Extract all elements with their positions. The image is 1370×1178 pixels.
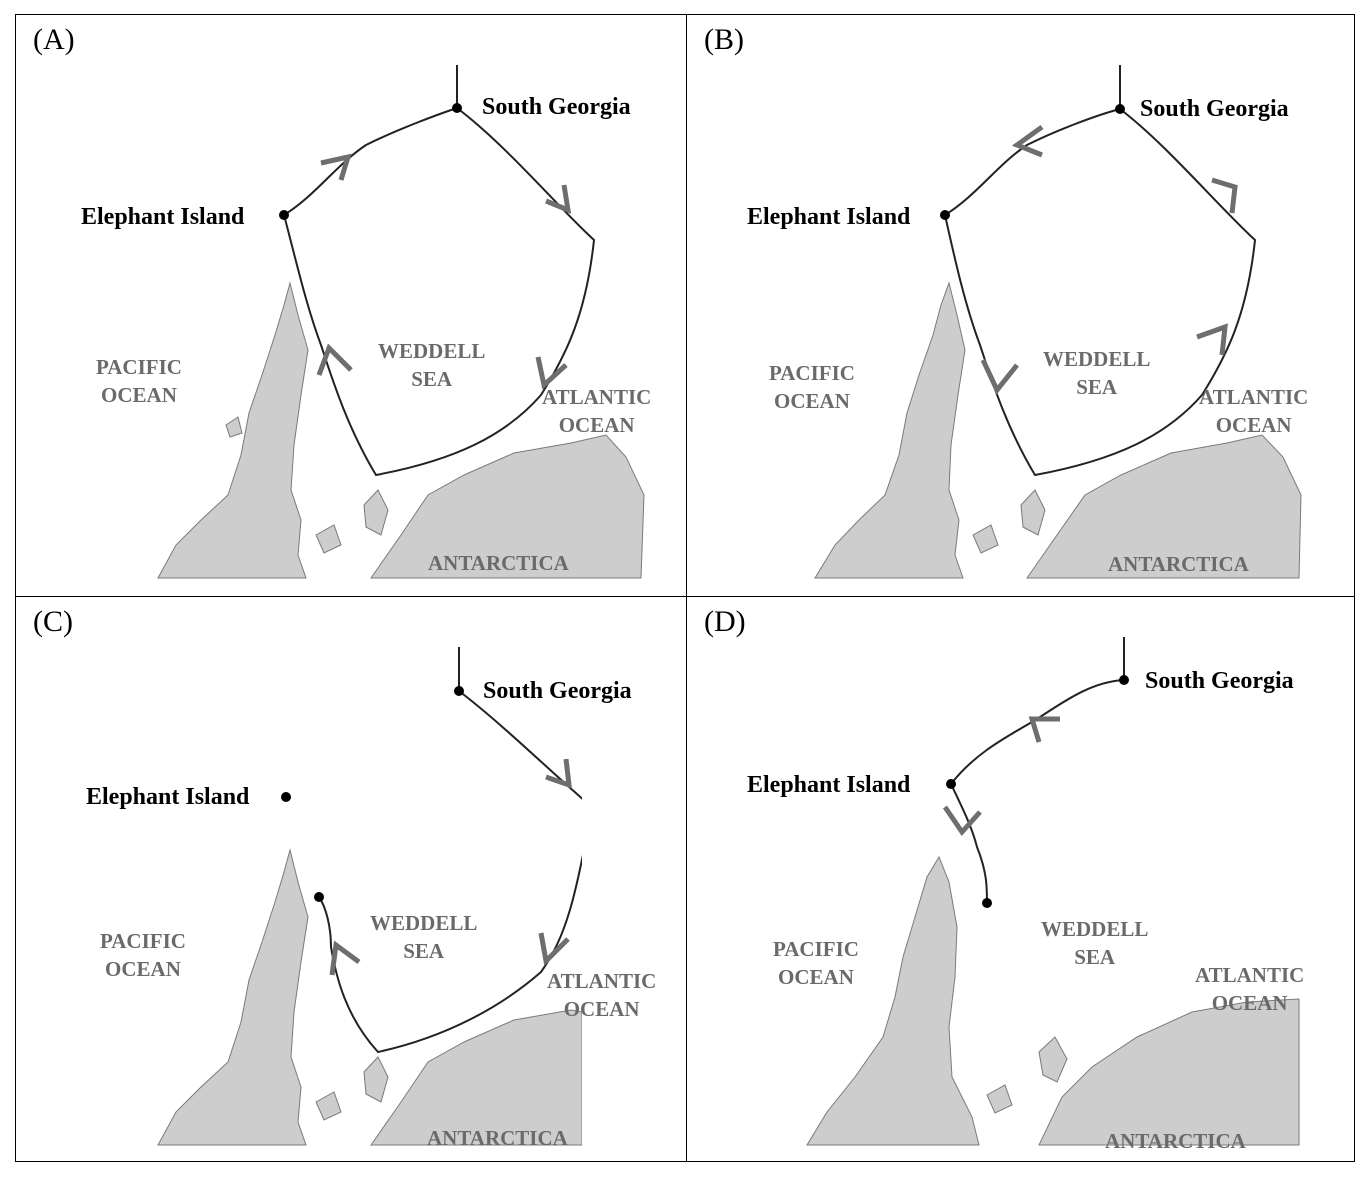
arrow-icon	[1196, 323, 1228, 356]
arrow-icon	[980, 358, 1019, 395]
elephant-island-label: Elephant Island	[81, 204, 245, 230]
route-line	[943, 65, 1257, 477]
panel-letter: (D)	[704, 605, 746, 638]
route-end-marker	[314, 892, 324, 902]
route-end-marker	[982, 898, 992, 908]
atlantic-ocean-label: ATLANTIC OCEAN	[547, 969, 657, 1021]
elephant-island-label: Elephant Island	[86, 784, 250, 810]
map-svg	[806, 637, 1300, 1146]
antarctica-label: ANTARCTICA	[1105, 1129, 1246, 1153]
map-svg	[157, 65, 645, 579]
antarctic-peninsula-landmass	[157, 281, 645, 579]
pacific-ocean-label: PACIFIC OCEAN	[100, 929, 186, 981]
antarctic-peninsula-landmass	[814, 281, 1302, 579]
arrow-icon	[320, 153, 352, 181]
weddell-sea-label: WEDDELL SEA	[378, 339, 486, 391]
elephant-island-marker	[940, 210, 950, 220]
arrow-icon	[1011, 124, 1044, 158]
elephant-island-marker	[281, 792, 291, 802]
south-georgia-marker	[1115, 104, 1125, 114]
panel-c: (C) South Georgia Elephant Island PACIFI…	[16, 597, 686, 1178]
arrow-icon	[1211, 177, 1238, 214]
south-georgia-label: South Georgia	[1140, 96, 1289, 122]
atlantic-ocean-label: ATLANTIC OCEAN	[1195, 963, 1305, 1015]
panel-letter: (C)	[33, 605, 73, 638]
arrow-icon	[329, 940, 361, 976]
direction-arrows	[329, 758, 572, 976]
panel-a: (A) South Georgia Elephant Island PACIFI…	[16, 15, 686, 596]
panel-letter: (A)	[33, 23, 75, 56]
arrow-icon	[538, 932, 570, 967]
weddell-sea-label: WEDDELL SEA	[1043, 347, 1151, 399]
direction-arrows	[980, 124, 1238, 395]
vertical-divider	[686, 15, 687, 1161]
antarctica-label: ANTARCTICA	[428, 551, 569, 575]
route-line	[949, 637, 1125, 904]
panel-letter: (B)	[704, 23, 744, 56]
atlantic-ocean-label: ATLANTIC OCEAN	[542, 385, 652, 437]
elephant-island-label: Elephant Island	[747, 772, 911, 798]
south-georgia-marker	[454, 686, 464, 696]
arrow-icon	[942, 805, 982, 837]
panel-b: (B) South Georgia Elephant Island PACIFI…	[687, 15, 1357, 596]
antarctica-label: ANTARCTICA	[427, 1126, 568, 1150]
route-line	[282, 65, 596, 477]
south-georgia-label: South Georgia	[1145, 668, 1294, 694]
figure-grid: (A) South Georgia Elephant Island PACIFI…	[15, 14, 1355, 1162]
weddell-sea-label: WEDDELL SEA	[370, 911, 478, 963]
pacific-ocean-label: PACIFIC OCEAN	[769, 361, 855, 413]
route-line	[318, 647, 582, 1054]
south-georgia-marker	[452, 103, 462, 113]
antarctic-peninsula-landmass	[806, 855, 1300, 1146]
horizontal-divider	[16, 596, 1354, 597]
arrow-icon	[545, 184, 572, 214]
arrow-icon	[545, 758, 572, 789]
south-georgia-label: South Georgia	[483, 678, 632, 704]
pacific-ocean-label: PACIFIC OCEAN	[96, 355, 182, 407]
arrow-icon	[535, 356, 568, 390]
direction-arrows	[942, 716, 1060, 837]
south-georgia-marker	[1119, 675, 1129, 685]
map-svg	[157, 647, 582, 1146]
panel-d: (D) South Georgia Elephant Island PACIFI…	[687, 597, 1357, 1178]
south-georgia-label: South Georgia	[482, 94, 631, 120]
arrow-icon	[316, 343, 353, 376]
elephant-island-marker	[279, 210, 289, 220]
antarctic-peninsula-landmass	[157, 848, 582, 1146]
antarctica-label: ANTARCTICA	[1108, 552, 1249, 576]
arrow-icon	[1028, 716, 1060, 743]
elephant-island-label: Elephant Island	[747, 204, 911, 230]
map-svg	[814, 65, 1302, 579]
elephant-island-marker	[946, 779, 956, 789]
direction-arrows	[316, 153, 572, 390]
atlantic-ocean-label: ATLANTIC OCEAN	[1199, 385, 1309, 437]
weddell-sea-label: WEDDELL SEA	[1041, 917, 1149, 969]
pacific-ocean-label: PACIFIC OCEAN	[773, 937, 859, 989]
